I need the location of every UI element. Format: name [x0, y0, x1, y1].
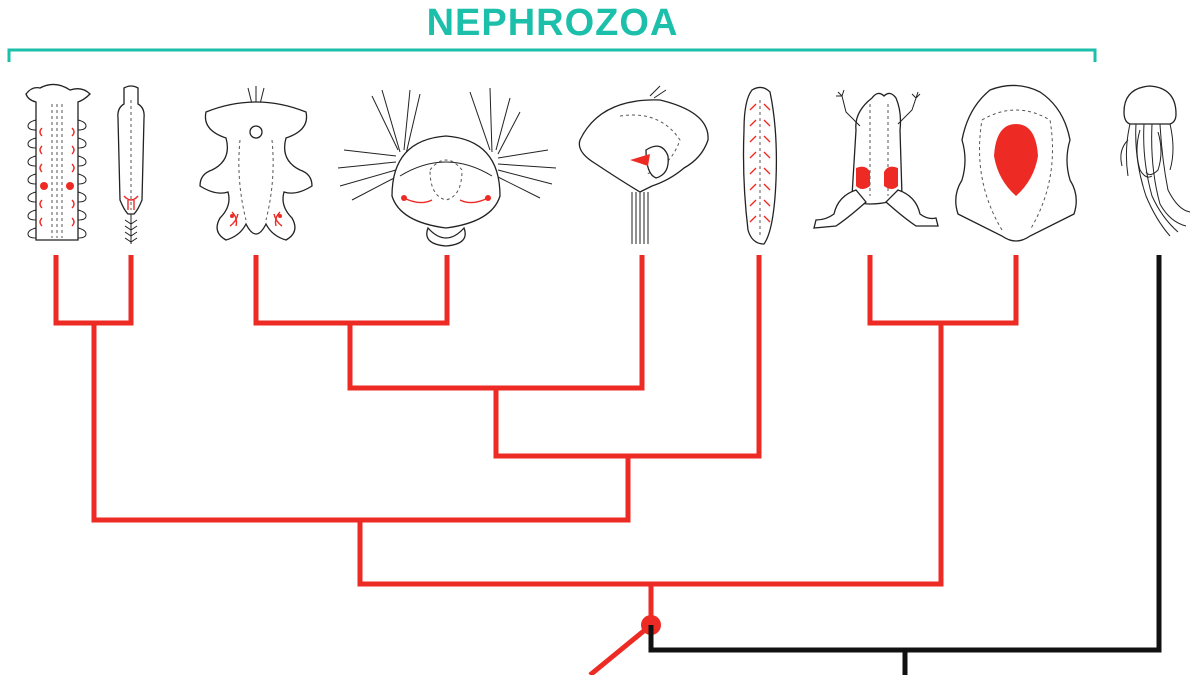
nephrozoa-branches	[53, 255, 1019, 675]
clade-label-nephrozoa: NEPHROZOA	[426, 2, 679, 44]
outgroup-branches	[648, 255, 1162, 675]
jellyfish-icon	[1120, 85, 1191, 237]
branch-larvae-pair	[253, 255, 450, 326]
rotifer-icon	[578, 85, 709, 244]
branch-worms-pair	[53, 255, 134, 326]
bristled-larva-icon	[337, 87, 557, 247]
branch-ancestor-pointer	[588, 623, 653, 675]
flatworm-icon	[742, 86, 778, 245]
clade-bracket	[7, 48, 1097, 62]
branch-with-flatworm	[493, 255, 762, 459]
bryozoan-larva-icon	[199, 86, 313, 241]
acorn-worm-icon	[117, 85, 145, 244]
branch-deuterostomes-pair	[867, 255, 1019, 326]
frog-icon	[813, 89, 939, 229]
branch-outgroup	[648, 255, 1162, 653]
branch-protostomes	[91, 323, 631, 523]
segmented-worm-icon	[25, 83, 91, 241]
flattened-larva-icon	[955, 84, 1077, 242]
